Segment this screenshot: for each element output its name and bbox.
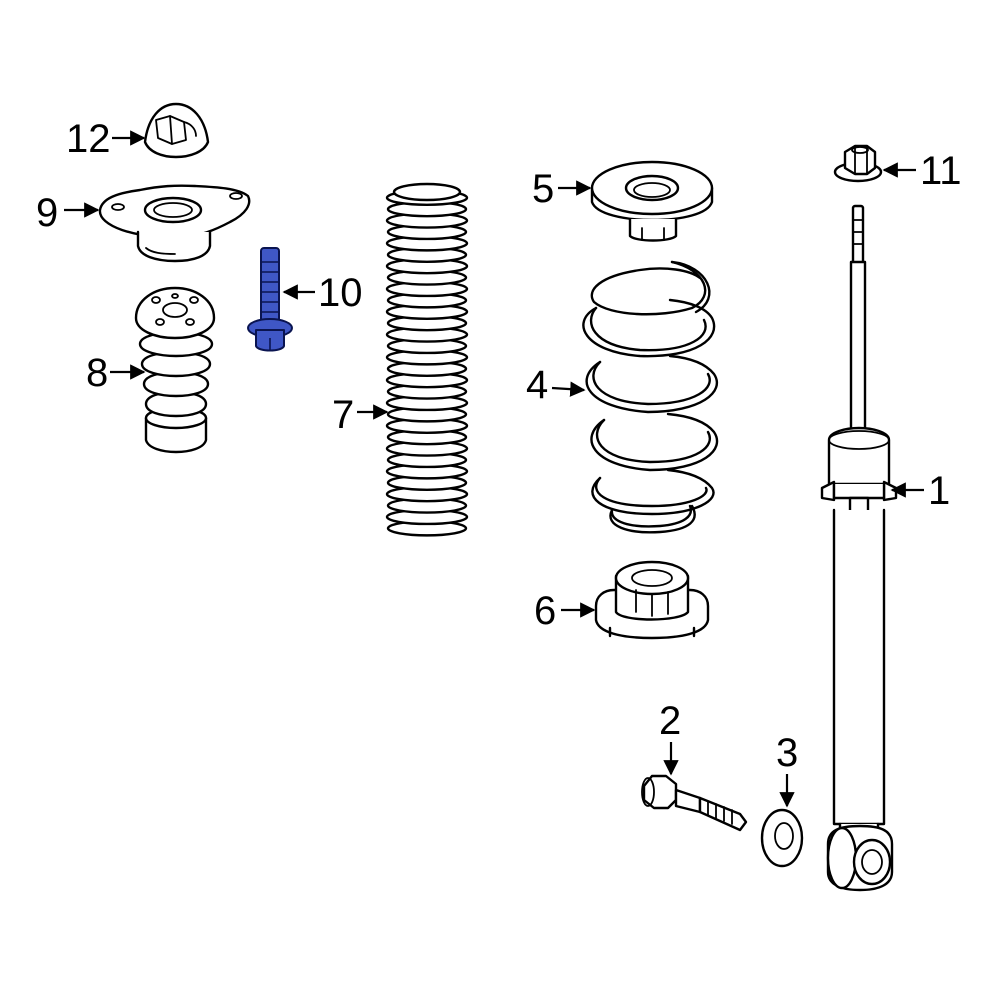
callout-5: 5 (532, 167, 592, 211)
callout-label-2: 2 (659, 699, 681, 743)
callout-label-9: 9 (36, 191, 58, 235)
callout-label-10: 10 (318, 271, 363, 315)
part-10-bolt[interactable] (247, 247, 293, 352)
part-9-upper-mount[interactable] (98, 184, 251, 263)
part-8-bump-stop[interactable] (134, 286, 216, 454)
part-1-shock-absorber[interactable] (820, 204, 898, 892)
part-12-cap[interactable] (143, 102, 210, 159)
callout-label-6: 6 (534, 589, 556, 633)
callout-label-1: 1 (928, 469, 950, 513)
callout-label-12: 12 (66, 117, 111, 161)
callout-9: 9 (36, 191, 100, 235)
callout-10: 10 (282, 271, 363, 315)
part-11-nut[interactable] (833, 144, 883, 183)
part-4-coil-spring[interactable] (582, 260, 719, 534)
callout-4: 4 (526, 363, 586, 407)
boot-top-opening (392, 182, 462, 202)
part-5-upper-spring-seat[interactable] (590, 160, 714, 242)
callout-3: 3 (776, 731, 798, 808)
callout-11: 11 (882, 149, 962, 193)
callout-label-8: 8 (86, 351, 108, 395)
callout-12: 12 (66, 117, 146, 161)
callout-label-5: 5 (532, 167, 554, 211)
part-2-bolt[interactable] (641, 774, 748, 832)
part-7-dust-boot[interactable] (385, 182, 469, 537)
callout-7: 7 (332, 393, 389, 437)
callout-label-4: 4 (526, 363, 548, 407)
callout-label-3: 3 (776, 731, 798, 775)
callout-2: 2 (659, 699, 681, 776)
part-6-lower-spring-seat[interactable] (594, 560, 710, 640)
callout-6: 6 (534, 589, 596, 633)
callout-8: 8 (86, 351, 146, 395)
part-3-washer[interactable] (760, 808, 804, 868)
callout-label-11: 11 (920, 149, 962, 193)
callout-label-7: 7 (332, 393, 354, 437)
callout-1: 1 (890, 469, 950, 513)
